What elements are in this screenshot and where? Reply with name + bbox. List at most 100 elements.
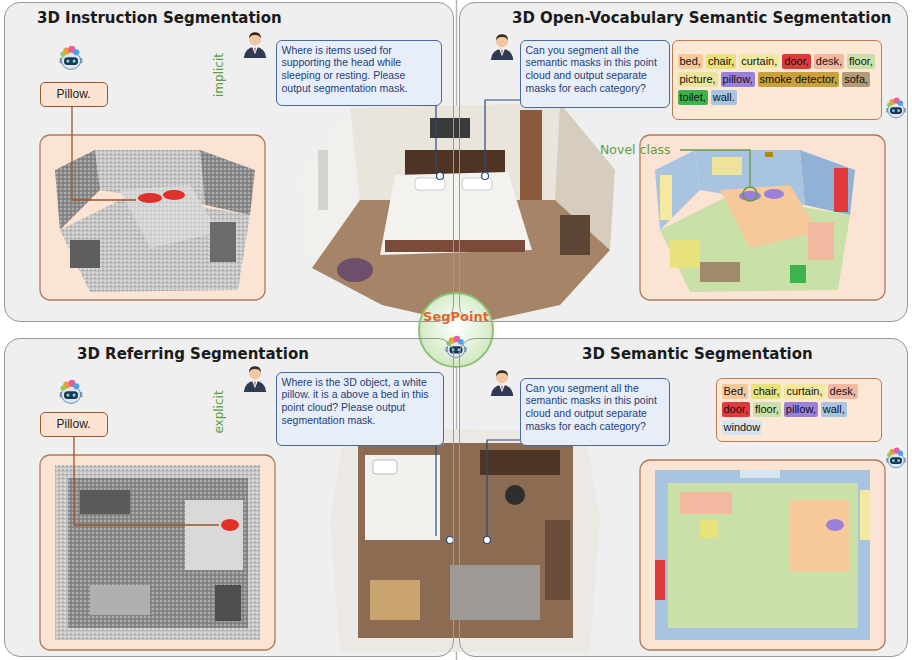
agent-icon <box>60 380 83 404</box>
answer-text: Pillow. <box>56 417 90 431</box>
point-cloud-scene <box>221 519 239 531</box>
point-cloud-scene <box>90 585 150 615</box>
category-chip: window <box>722 420 763 435</box>
category-chip: wall, <box>821 402 847 417</box>
leader-line <box>74 437 219 525</box>
category-chip: curtain, <box>784 384 824 399</box>
segmentation-scene <box>655 470 870 640</box>
room-photo <box>373 460 397 474</box>
panel-title: 3D Semantic Segmentation <box>582 345 813 363</box>
panel-title: 3D Referring Segmentation <box>77 345 309 363</box>
category-box: bed,chair,curtain,door,desk,floor,pictur… <box>672 40 882 120</box>
query-bubble: Where is items used for supporting the h… <box>276 40 442 106</box>
user-icon <box>491 34 514 60</box>
category-box: Bed,chair,curtain,desk,door,floor,pillow… <box>716 378 882 442</box>
room-photo <box>482 173 489 180</box>
segmentation-scene <box>700 262 740 282</box>
category-chip: toilet, <box>678 90 708 105</box>
room-photo <box>505 485 525 505</box>
scene-frame <box>40 135 265 300</box>
room-photo <box>370 580 420 620</box>
room-photo <box>385 240 525 252</box>
point-cloud-scene <box>163 190 185 200</box>
segmentation-scene <box>790 265 806 283</box>
model-badge-fill <box>419 293 493 367</box>
scene-frame <box>640 135 885 300</box>
leader-line <box>485 100 520 172</box>
agent-icon <box>886 98 906 118</box>
scene-frame <box>40 455 275 650</box>
point-cloud-scene <box>215 585 241 621</box>
room-photo <box>545 520 570 600</box>
room-photo <box>330 428 600 652</box>
leader-line <box>435 446 436 536</box>
segmentation-scene <box>743 187 757 201</box>
category-chip: smoke detector, <box>758 72 840 87</box>
agent-icon <box>445 336 466 358</box>
segmentation-scene <box>765 152 773 157</box>
query-text: Where is the 3D object, a white pillow. … <box>282 376 429 426</box>
segmentation-scene <box>712 157 742 175</box>
leader-line <box>435 106 436 172</box>
point-cloud-scene <box>120 185 218 248</box>
leader-line <box>72 107 136 200</box>
room-photo <box>450 565 540 620</box>
category-chip: bed, <box>678 54 703 69</box>
model-badge-fill <box>419 293 493 367</box>
panel-title: 3D Open-Vocabulary Semantic Segmentation <box>512 9 891 27</box>
answer-box: Pillow. <box>40 412 108 437</box>
segmentation-scene <box>860 490 870 540</box>
category-chip: sofa, <box>842 72 870 87</box>
room-photo <box>437 173 444 180</box>
segmentation-scene <box>800 150 855 215</box>
category-chip: Bed, <box>722 384 749 399</box>
segmentation-scene <box>680 150 750 186</box>
point-cloud-scene <box>55 465 260 640</box>
callout-label: Novel class <box>600 142 671 157</box>
category-chip: curtain, <box>739 54 779 69</box>
segmentation-scene <box>655 560 665 600</box>
panel-ground <box>4 338 454 657</box>
segmentation-scene <box>764 189 784 199</box>
category-chip: pillow, <box>721 72 755 87</box>
category-chip: chair, <box>751 384 781 399</box>
side-tag: implicit <box>212 53 226 97</box>
segmentation-scene <box>739 191 761 201</box>
category-chip: floor, <box>847 54 875 69</box>
room-photo <box>330 428 600 652</box>
category-chip: picture, <box>678 72 718 87</box>
room-photo <box>520 110 542 200</box>
point-cloud-scene <box>55 465 260 640</box>
point-cloud-scene <box>185 500 243 570</box>
segmentation-scene <box>834 168 848 212</box>
user-icon <box>244 366 267 392</box>
query-bubble: Where is the 3D object, a white pillow. … <box>276 372 444 446</box>
segmentation-scene <box>790 500 850 572</box>
query-text: Can you segment all the semantic masks i… <box>526 44 657 94</box>
point-cloud-scene <box>70 240 100 268</box>
task-panel: 3D Semantic SegmentationCan you segment … <box>459 338 908 657</box>
category-chip: pillow, <box>784 402 818 417</box>
category-chip: door, <box>722 402 750 417</box>
room-photo <box>560 215 590 255</box>
point-cloud-scene <box>80 490 130 514</box>
user-icon <box>491 370 514 396</box>
room-photo <box>337 258 373 282</box>
side-tag: explicit <box>212 390 226 433</box>
category-chip: chair, <box>706 54 736 69</box>
room-photo <box>480 450 560 475</box>
point-cloud-scene <box>55 150 100 230</box>
segmentation-scene <box>700 520 718 538</box>
room-photo <box>380 172 532 255</box>
room-photo <box>447 537 454 544</box>
query-bubble: Can you segment all the semantic masks i… <box>520 40 670 108</box>
point-cloud-scene <box>55 150 255 292</box>
user-icon <box>244 32 514 396</box>
room-photo <box>462 178 492 190</box>
task-panel: 3D Referring SegmentationPillow. Where is… <box>4 338 454 657</box>
segmentation-scene <box>655 150 700 230</box>
scene-frame <box>40 135 885 650</box>
room-photo <box>358 443 573 638</box>
user-icon <box>244 32 267 58</box>
